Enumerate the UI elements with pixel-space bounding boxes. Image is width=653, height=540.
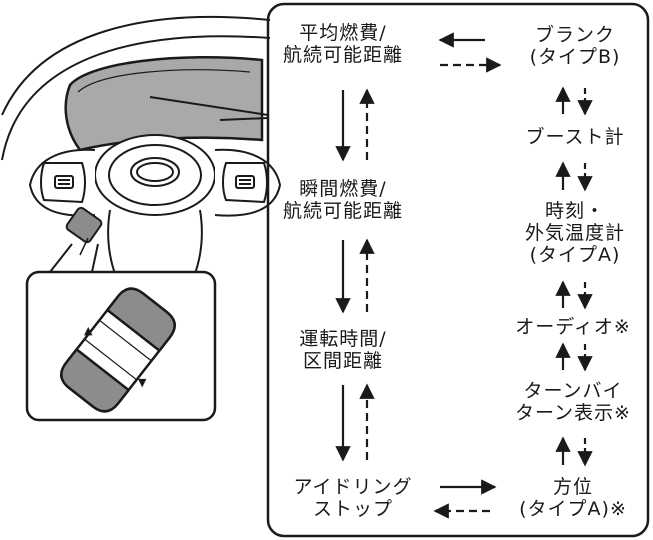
steering-hub <box>94 134 216 216</box>
item-label-line: (タイプA) <box>529 244 621 266</box>
switch-down-icon: ▼ <box>138 376 147 389</box>
item-label-line: 瞬間燃費/ <box>299 178 387 200</box>
item-instant-fuel-economy: 瞬間燃費/ 航続可能距離 <box>278 178 408 222</box>
item-label-line: 時刻・ <box>544 200 605 222</box>
item-label-line: ターン表示※ <box>515 402 631 424</box>
item-blank: ブランク (タイプB) <box>505 24 645 68</box>
item-boost-gauge: ブースト計 <box>505 126 645 148</box>
emblem-icon <box>130 157 180 187</box>
item-driving-time: 運転時間/ 区間距離 <box>278 328 408 372</box>
item-label-line: ブランク <box>534 24 615 46</box>
item-label-line: 航続可能距離 <box>282 200 403 222</box>
display-items-panel <box>266 2 650 538</box>
meter-switch-on-wheel <box>65 206 103 244</box>
item-label-line: 平均燃費/ <box>299 22 387 44</box>
item-clock-outside-temp: 時刻・ 外気温度計 (タイプA) <box>505 200 645 266</box>
item-average-fuel-economy: 平均燃費/ 航続可能距離 <box>278 22 408 66</box>
switch-down-button <box>60 347 131 413</box>
item-idling-stop: アイドリング ストップ <box>278 476 428 520</box>
item-audio: オーディオ※ <box>498 316 648 338</box>
item-label-line: 航続可能距離 <box>282 44 403 66</box>
item-compass-bearing: 方位 (タイプA)※ <box>498 476 648 520</box>
item-label-line: 外気温度計 <box>524 222 625 244</box>
steering-rim <box>1 15 271 116</box>
item-turn-by-turn: ターンバイ ターン表示※ <box>498 380 648 424</box>
meter-display <box>64 56 264 152</box>
switch-up-button <box>105 287 176 353</box>
item-label-line: 区間距離 <box>302 350 383 372</box>
switch-inset <box>25 243 217 422</box>
item-label-line: 運転時間/ <box>299 328 387 350</box>
item-label-line: オーディオ※ <box>515 316 631 338</box>
switch-up-icon: ▲ <box>84 324 93 337</box>
item-label-line: ストップ <box>312 498 393 520</box>
steering-wheel-illustration <box>1 15 282 300</box>
item-label-line: (タイプB) <box>529 46 621 68</box>
item-label-line: 方位 <box>552 476 593 498</box>
item-label-line: アイドリング <box>293 476 413 498</box>
item-label-line: ターンバイ <box>523 380 623 402</box>
item-label-line: (タイプA)※ <box>519 498 627 520</box>
item-label-line: ブースト計 <box>525 126 625 148</box>
